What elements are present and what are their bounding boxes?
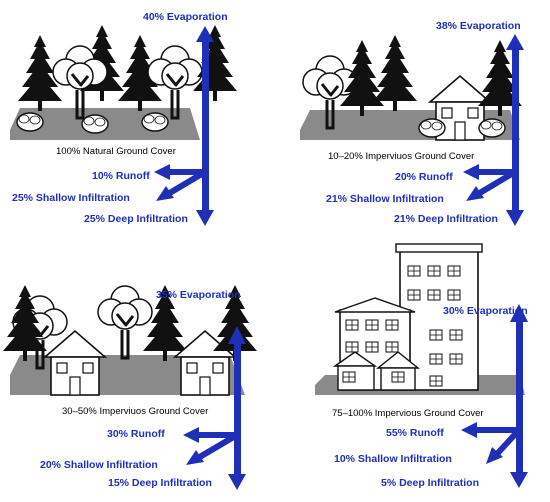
ground-cover-label-4: 75–100% Impervious Ground Cover [332,408,484,419]
natural-ground-scene [10,25,237,140]
deep-infiltration-label-3: 15% Deep Infiltration [108,477,212,489]
medium-impervious-scene [3,284,257,396]
evaporation-arrow-3 [228,326,246,436]
runoff-arrow-3 [183,427,238,443]
ground-cover-label-1: 100% Natural Ground Cover [56,146,176,157]
shallow-infiltration-label-3: 20% Shallow Infiltration [40,459,158,471]
evaporation-label-4: 30% Evaporation [443,305,528,317]
high-impervious-scene [315,243,525,395]
runoff-arrow-4 [461,422,522,438]
low-impervious-scene [300,35,522,141]
runoff-arrow-1 [154,164,207,180]
deep-arrow-4 [510,430,528,488]
ground-cover-label-2: 10–20% Imperviuos Ground Cover [328,151,475,162]
shallow-arrow-3 [186,432,239,465]
shallow-infiltration-label-2: 21% Shallow Infiltration [326,193,444,205]
deep-infiltration-label-4: 5% Deep Infiltration [381,477,480,489]
shallow-infiltration-label-4: 10% Shallow Infiltration [334,453,452,465]
runoff-label-4: 55% Runoff [386,427,444,439]
shallow-arrow-1 [156,169,207,201]
evaporation-arrow-2 [506,34,524,172]
evaporation-label-2: 38% Evaporation [436,20,521,32]
deep-arrow-1 [196,172,214,226]
runoff-label-2: 20% Runoff [395,171,453,183]
deep-arrow-2 [506,172,524,226]
evaporation-arrow-4 [510,304,528,434]
runoff-label-1: 10% Runoff [92,170,150,182]
shallow-infiltration-label-1: 25% Shallow Infiltration [12,192,130,204]
shallow-arrow-2 [466,169,517,201]
evaporation-label-1: 40% Evaporation [143,11,228,23]
flow-arrows [154,26,528,490]
deep-infiltration-label-2: 21% Deep Infiltration [394,213,498,225]
evaporation-arrow-1 [196,26,214,172]
deep-arrow-3 [228,435,246,490]
runoff-label-3: 30% Runoff [107,428,165,440]
runoff-arrow-2 [463,164,516,180]
evaporation-label-3: 35% Evaporation [156,289,241,301]
deep-infiltration-label-1: 25% Deep Infiltration [84,213,188,225]
ground-cover-label-3: 30–50% Imperviuos Ground Cover [62,406,209,417]
shallow-arrow-4 [486,427,522,464]
